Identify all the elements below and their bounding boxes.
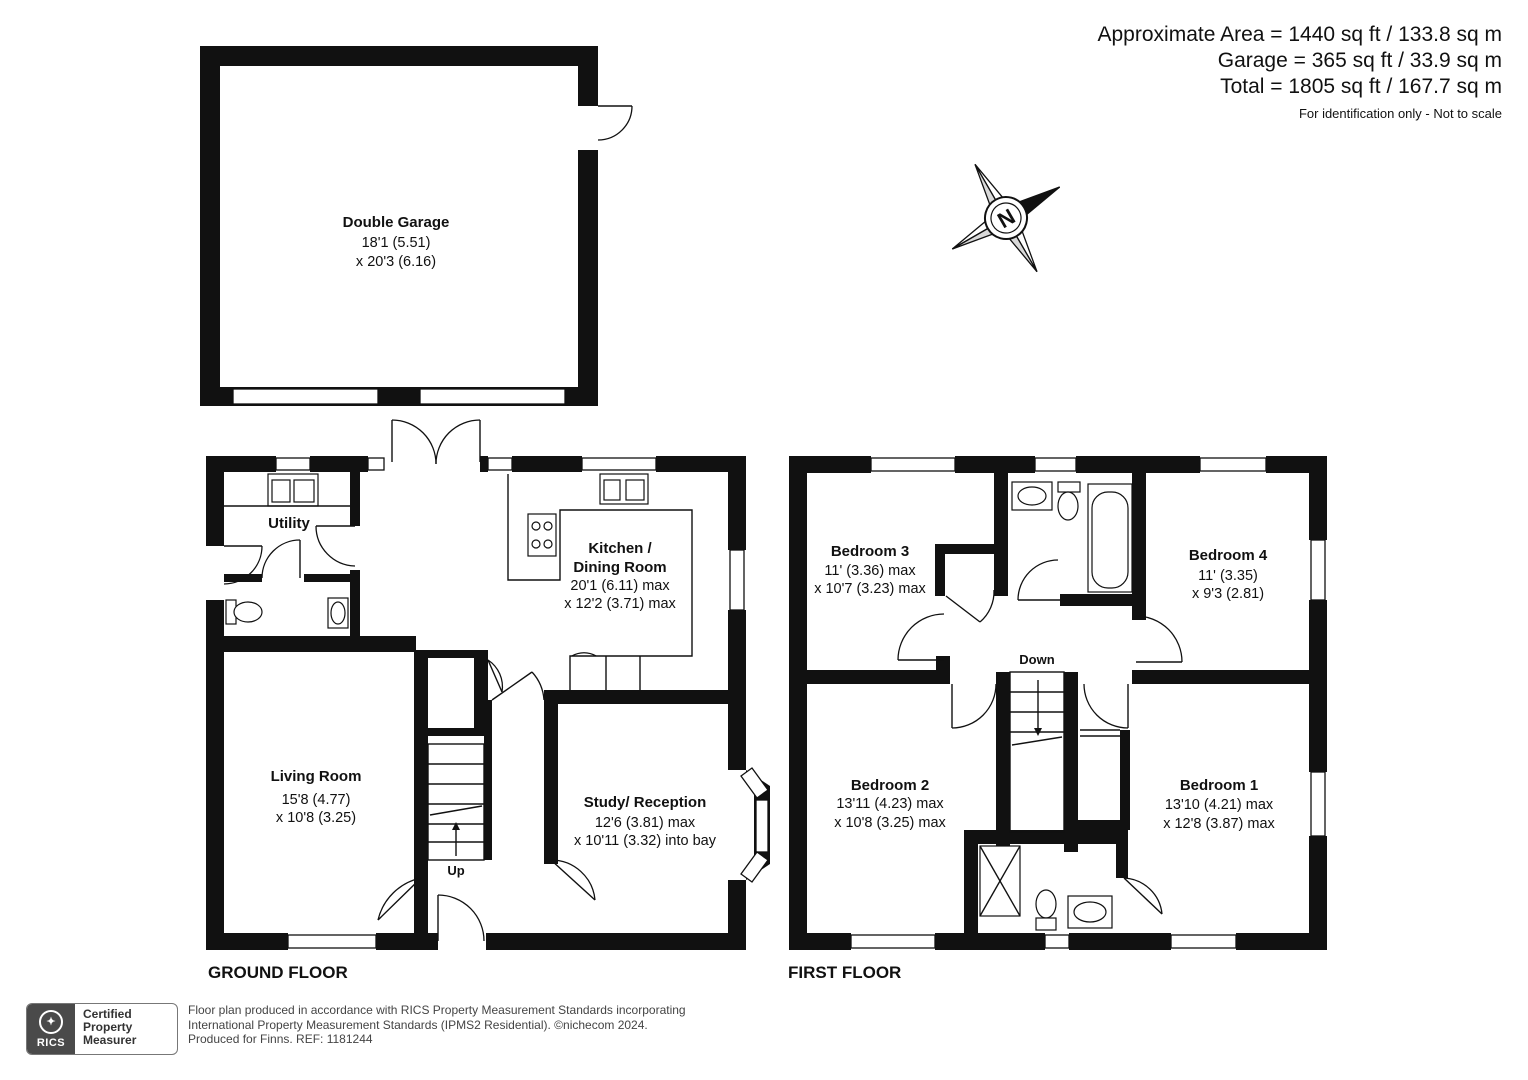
badge-line-2: Property (83, 1020, 133, 1034)
bedroom-4-dim-1: 11' (3.35) (1198, 568, 1258, 584)
badge-text: Certified Property Measurer (75, 1004, 177, 1054)
bedroom-1-name: Bedroom 1 (1180, 777, 1258, 794)
kitchen-dim-2: x 12'2 (3.71) max (564, 596, 676, 612)
first-floor-doors (897, 559, 1183, 915)
footer-line-3: Produced for Finns. REF: 1181244 (188, 1032, 373, 1046)
living-room-dim-1: 15'8 (4.77) (282, 792, 351, 808)
rics-certified-badge: ✦ RICS Certified Property Measurer (26, 1003, 178, 1055)
identification-note: For identification only - Not to scale (1298, 106, 1502, 121)
first-floor-windows (850, 457, 1326, 949)
bedroom-2-dim-2: x 10'8 (3.25) max (834, 815, 946, 831)
kitchen-name-2: Dining Room (573, 559, 666, 576)
approximate-area-text: Approximate Area = 1440 sq ft / 133.8 sq… (1097, 23, 1503, 46)
stairs-down-label: Down (1019, 652, 1054, 667)
garage-area-text: Garage = 365 sq ft / 33.9 sq m (1217, 49, 1502, 72)
garage-side-door (597, 105, 633, 141)
bedroom-4-name: Bedroom 4 (1189, 547, 1268, 564)
study-dim-1: 12'6 (3.81) max (595, 815, 696, 831)
garage-walls (200, 46, 598, 406)
rics-logo-text: RICS (36, 1036, 66, 1049)
footer-disclaimer: Floor plan produced in accordance with R… (188, 1003, 686, 1047)
kitchen-fittings (224, 473, 693, 690)
ground-floor-doors (223, 419, 596, 942)
living-room-name: Living Room (271, 768, 362, 785)
badge-line-3: Measurer (83, 1033, 137, 1047)
study-bay-window (740, 767, 770, 883)
living-room-dim-2: x 10'8 (3.25) (276, 810, 356, 826)
area-summary: Approximate Area = 1440 sq ft / 133.8 sq… (1098, 22, 1503, 121)
bedroom-2-dim-1: 13'11 (4.23) max (836, 796, 944, 812)
bedroom-1-dim-1: 13'10 (4.21) max (1165, 797, 1274, 813)
badge-line-1: Certified (83, 1007, 132, 1021)
ground-floor-walls (206, 456, 746, 950)
first-floor-label: FIRST FLOOR (788, 963, 901, 982)
ground-floor-windows (275, 457, 745, 949)
rics-emblem-icon: ✦ (39, 1009, 63, 1034)
bedroom-2-name: Bedroom 2 (851, 777, 929, 794)
bedroom-1-dim-2: x 12'8 (3.87) max (1163, 816, 1275, 832)
rics-logo: ✦ RICS (27, 1004, 75, 1054)
footer-line-2: International Property Measurement Stand… (188, 1017, 648, 1032)
bedroom-4-dim-2: x 9'3 (2.81) (1192, 586, 1264, 602)
first-floor-walls (789, 456, 1327, 950)
utility-name: Utility (268, 515, 310, 532)
bedroom-3-name: Bedroom 3 (831, 543, 909, 560)
garage-doors (232, 387, 566, 406)
bedroom-3-dim-1: 11' (3.36) max (824, 563, 916, 579)
footer-line-1: Floor plan produced in accordance with R… (188, 1003, 686, 1017)
garage-dim-1: 18'1 (5.51) (362, 235, 431, 251)
garage-name: Double Garage (343, 214, 450, 231)
total-area-text: Total = 1805 sq ft / 167.7 sq m (1220, 75, 1502, 98)
north-compass-icon (951, 163, 1061, 273)
study-dim-2: x 10'11 (3.32) into bay (574, 833, 717, 849)
ground-floor-stairs (427, 743, 485, 861)
stairs-up-label: Up (447, 863, 464, 878)
garage-dim-2: x 20'3 (6.16) (356, 254, 436, 270)
ground-floor-label: GROUND FLOOR (208, 963, 348, 982)
first-floor-stairs (1009, 671, 1065, 833)
kitchen-name-1: Kitchen / (588, 540, 652, 557)
first-floor-fittings (979, 481, 1133, 931)
bedroom-3-dim-2: x 10'7 (3.23) max (814, 581, 926, 597)
kitchen-dim-1: 20'1 (6.11) max (570, 578, 670, 594)
study-name: Study/ Reception (584, 794, 707, 811)
